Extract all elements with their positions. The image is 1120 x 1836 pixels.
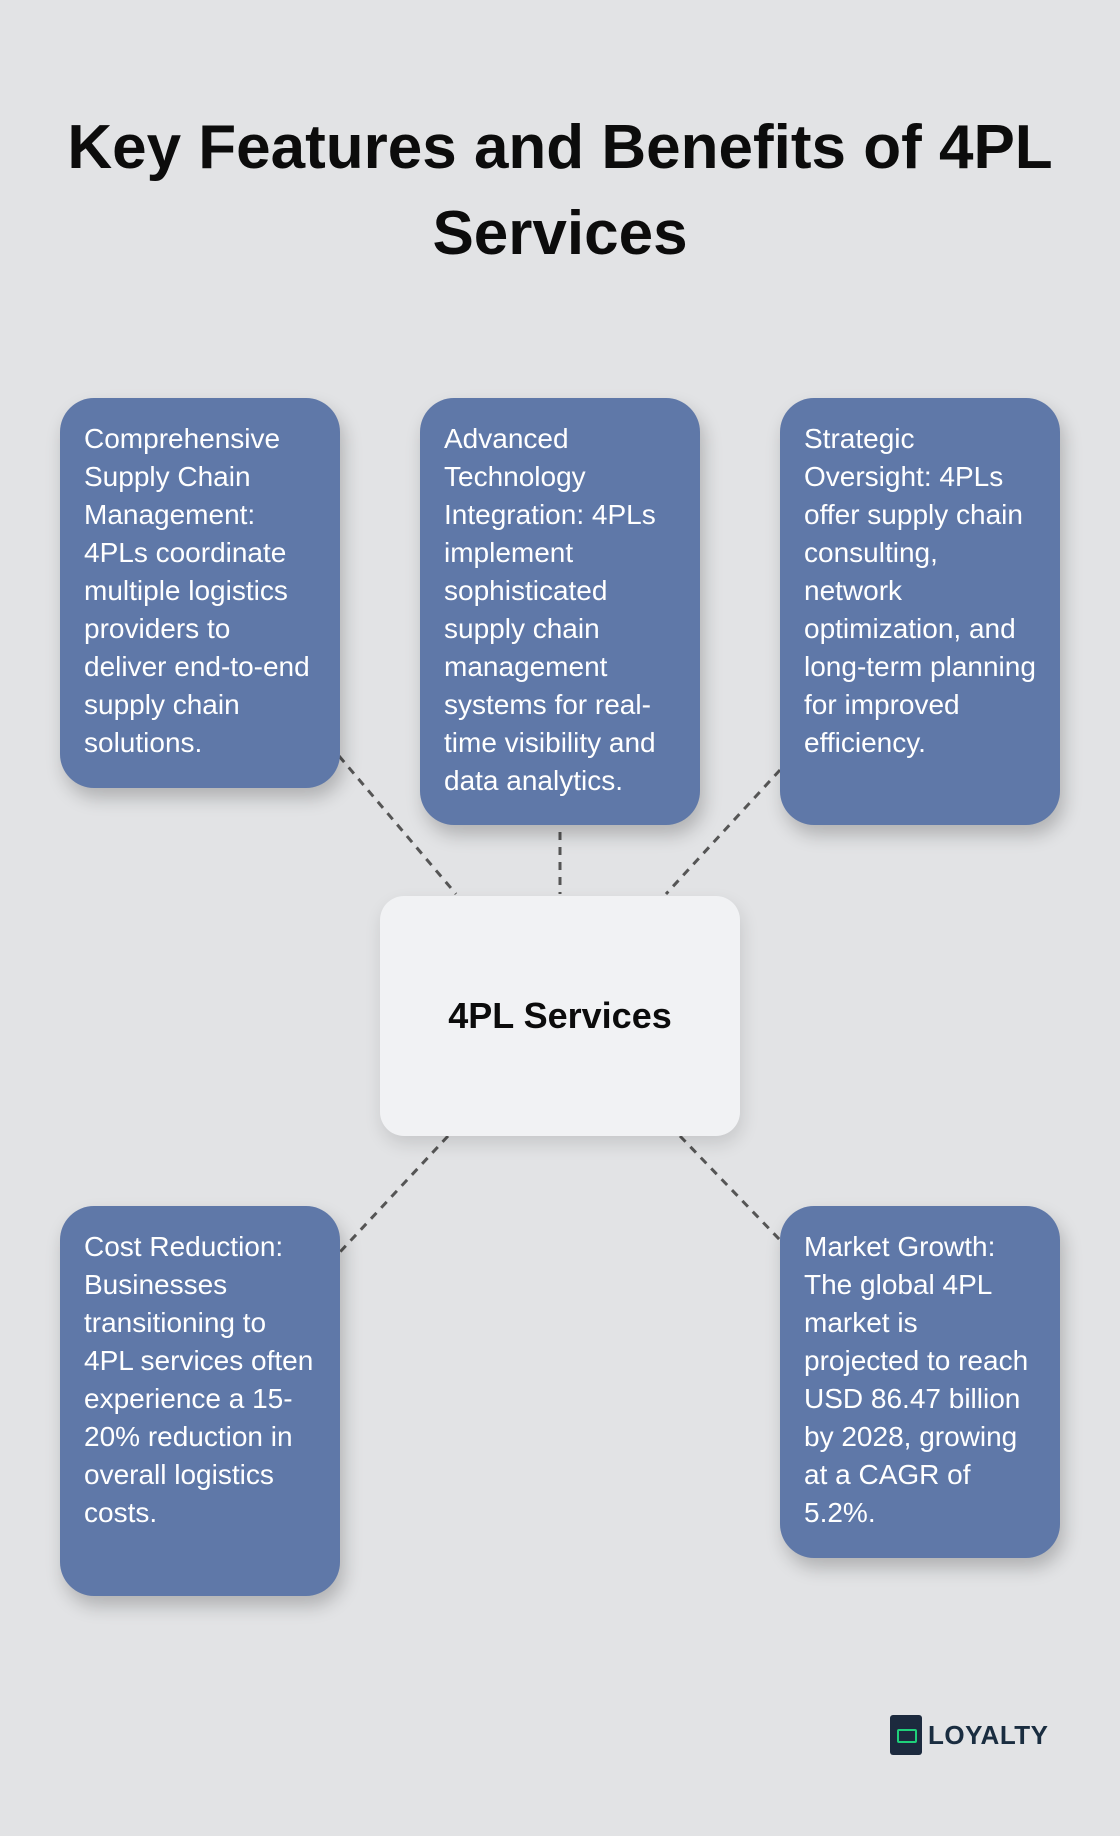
feature-card-technology: Advanced Technology Integration: 4PLs im…: [420, 398, 700, 825]
feature-card-cost-reduction: Cost Reduction: Businesses transitioning…: [60, 1206, 340, 1596]
page-title: Key Features and Benefits of 4PL Service…: [67, 113, 1053, 268]
brand-logo-text: LOYALTY: [928, 1719, 1049, 1750]
center-node-label: 4PL Services: [448, 995, 672, 1036]
feature-card-supply-chain: Comprehensive Supply Chain Management: 4…: [60, 398, 340, 788]
truck-logo-icon: [890, 1715, 922, 1755]
connector-bottom-right: [678, 1134, 782, 1242]
feature-card-market-growth: Market Growth: The global 4PL market is …: [780, 1206, 1060, 1558]
connector-bottom-left: [338, 1134, 450, 1254]
connector-top-right: [664, 768, 782, 896]
feature-card-strategic-oversight: Strategic Oversight: 4PLs offer supply c…: [780, 398, 1060, 825]
connector-top-left: [337, 755, 458, 895]
brand-logo: LOYALTY: [890, 1714, 1049, 1756]
center-node: 4PL Services: [380, 896, 740, 1136]
